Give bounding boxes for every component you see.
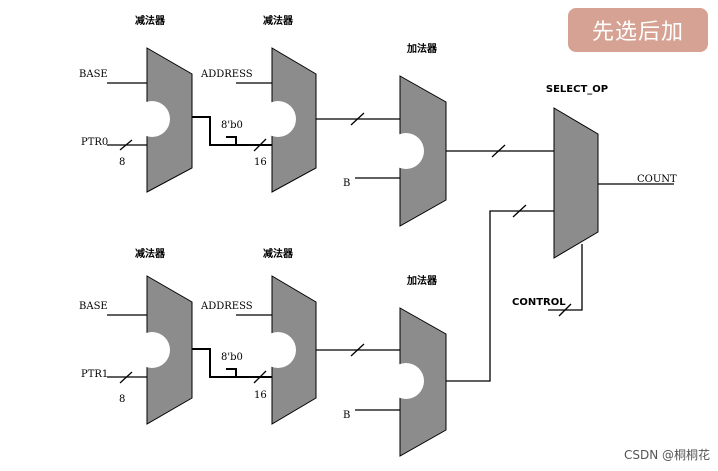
adder-bottom-notch <box>388 363 424 399</box>
const-top-stub <box>226 136 237 145</box>
select-op-mux <box>553 107 599 259</box>
addr-top-width: 16 <box>254 157 267 168</box>
address-top-label: ADDRESS <box>200 69 253 80</box>
ptr0-width: 8 <box>119 157 125 168</box>
const-bot-stub <box>226 368 237 377</box>
base-bot-label: BASE <box>79 301 108 312</box>
ptr1-label: PTR1 <box>81 369 108 380</box>
sub2-adder-bus-slash-top <box>350 112 365 126</box>
adder-top-label: 加法器 <box>406 42 438 55</box>
ptr1-width: 8 <box>119 394 125 405</box>
control-wire <box>548 244 583 311</box>
b-bot-label: B <box>343 410 350 421</box>
adder-bot-label: 加法器 <box>406 274 438 287</box>
subtractor-1-bottom-notch <box>134 332 170 368</box>
subtractor-1-top-notch <box>134 101 170 137</box>
sub1-bot-label: 减法器 <box>135 247 166 260</box>
base-top-label: BASE <box>79 69 108 80</box>
count-label: COUNT <box>637 174 677 185</box>
ptr0-label: PTR0 <box>81 137 108 148</box>
sub1-to-sub2-wire-bottom <box>192 348 272 378</box>
adder-bot-to-mux-wire <box>446 210 554 382</box>
ptr1-bus-slash <box>119 371 133 384</box>
subtractor-2-top-notch <box>260 101 296 137</box>
subtractor-2-bottom-notch <box>260 332 296 368</box>
address-bot-label: ADDRESS <box>200 301 253 312</box>
addr-bot-width: 16 <box>254 390 267 401</box>
control-label: CONTROL <box>512 297 566 308</box>
adder-top-notch <box>388 133 424 169</box>
sub2-top-bus-slash <box>253 138 267 152</box>
adder-top-mux-bus-slash <box>491 144 506 158</box>
ptr0-bus-slash <box>119 139 133 151</box>
const-top-label: 8'b0 <box>221 120 243 131</box>
sub1-top-label: 减法器 <box>135 14 166 27</box>
const-bot-label: 8'b0 <box>221 352 243 363</box>
sub1-to-sub2-wire-top <box>192 116 272 146</box>
sub2-bot-bus-slash <box>253 370 267 384</box>
control-bus-slash <box>558 303 572 317</box>
title-badge: 先选后加 <box>568 8 708 52</box>
sub2-top-label: 减法器 <box>263 14 294 27</box>
mux-label: SELECT_OP <box>546 84 608 95</box>
b-top-label: B <box>343 178 350 189</box>
adder-bot-mux-bus-slash <box>512 204 527 218</box>
sub2-adder-bus-slash-bottom <box>350 343 365 357</box>
sub2-bot-label: 减法器 <box>263 247 294 260</box>
watermark: CSDN @桐桐花 <box>623 448 710 462</box>
